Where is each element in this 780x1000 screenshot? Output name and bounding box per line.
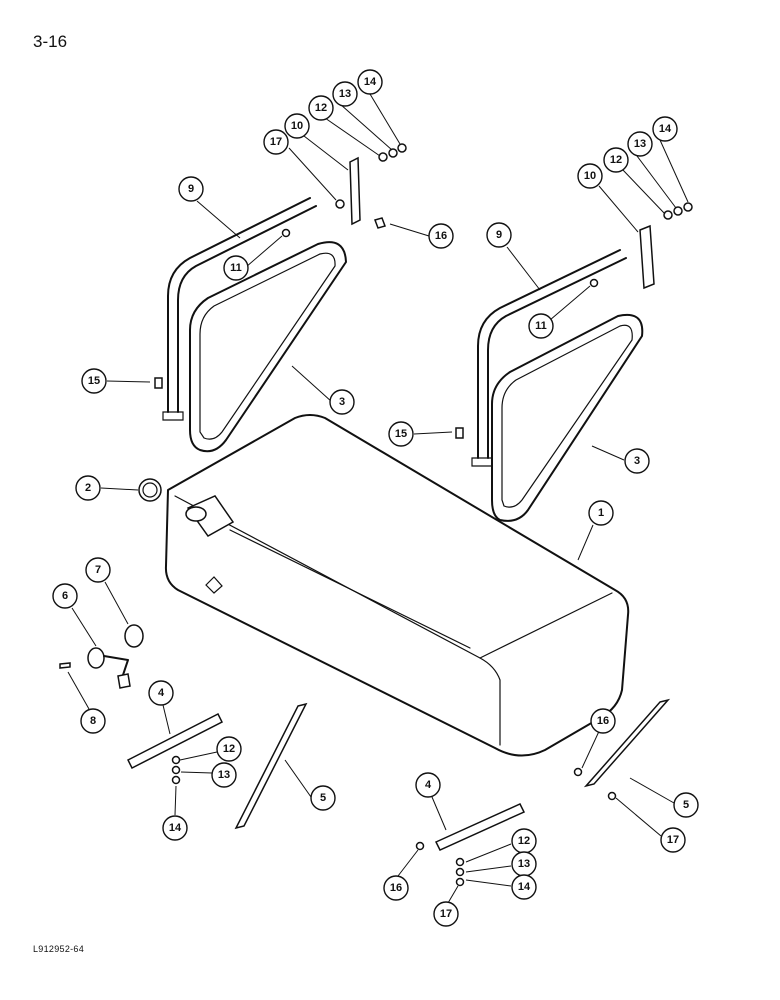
lower-bracket-left bbox=[126, 712, 224, 770]
svg-text:9: 9 bbox=[188, 183, 194, 195]
callout-17: 17 bbox=[263, 129, 289, 155]
callout-16: 16 bbox=[428, 223, 454, 249]
lower-bracket-right bbox=[434, 803, 526, 851]
callout-6: 6 bbox=[52, 583, 78, 609]
callout-9: 9 bbox=[486, 222, 512, 248]
callout-12: 12 bbox=[603, 147, 629, 173]
callout-17: 17 bbox=[433, 901, 459, 927]
svg-text:8: 8 bbox=[90, 715, 96, 727]
callout-15: 15 bbox=[388, 421, 414, 447]
callouts: 1 2 3 3 4 4 5 5 6 7 8 9 9 10 10 11 11 12… bbox=[52, 69, 699, 927]
svg-text:9: 9 bbox=[496, 229, 502, 241]
callout-3: 3 bbox=[624, 448, 650, 474]
callout-16: 16 bbox=[383, 875, 409, 901]
svg-text:2: 2 bbox=[85, 482, 91, 494]
svg-text:3: 3 bbox=[339, 396, 345, 408]
insulator-pad-left bbox=[189, 241, 347, 453]
svg-text:4: 4 bbox=[158, 687, 165, 699]
svg-text:17: 17 bbox=[270, 136, 282, 148]
callout-12: 12 bbox=[216, 736, 242, 762]
callout-14: 14 bbox=[511, 874, 537, 900]
page-number: 3-16 bbox=[33, 32, 68, 51]
callout-10: 10 bbox=[577, 163, 603, 189]
svg-text:12: 12 bbox=[315, 102, 327, 114]
callout-17: 17 bbox=[660, 827, 686, 853]
brace-left bbox=[234, 702, 308, 830]
svg-text:10: 10 bbox=[584, 170, 596, 182]
svg-text:14: 14 bbox=[659, 123, 672, 135]
callout-8: 8 bbox=[80, 708, 106, 734]
callout-13: 13 bbox=[332, 81, 358, 107]
callout-14: 14 bbox=[652, 116, 678, 142]
svg-text:10: 10 bbox=[291, 120, 303, 132]
svg-text:14: 14 bbox=[364, 76, 377, 88]
callout-1: 1 bbox=[588, 500, 614, 526]
callout-13: 13 bbox=[211, 762, 237, 788]
svg-text:1: 1 bbox=[598, 507, 604, 519]
callout-16: 16 bbox=[590, 708, 616, 734]
svg-text:5: 5 bbox=[320, 792, 326, 804]
callout-11: 11 bbox=[223, 255, 249, 281]
insulator-pad-right bbox=[491, 314, 644, 522]
callout-10: 10 bbox=[284, 113, 310, 139]
svg-text:16: 16 bbox=[390, 882, 402, 894]
lower-hardware bbox=[171, 755, 617, 887]
callout-14: 14 bbox=[357, 69, 383, 95]
callout-12: 12 bbox=[511, 828, 537, 854]
svg-text:5: 5 bbox=[683, 799, 689, 811]
svg-text:13: 13 bbox=[218, 769, 230, 781]
svg-text:17: 17 bbox=[440, 908, 452, 920]
figure-code: L912952-64 bbox=[33, 944, 85, 954]
svg-text:12: 12 bbox=[610, 154, 622, 166]
svg-text:15: 15 bbox=[395, 428, 407, 440]
svg-text:12: 12 bbox=[223, 743, 235, 755]
svg-text:13: 13 bbox=[339, 88, 351, 100]
callout-2: 2 bbox=[75, 475, 101, 501]
callout-9: 9 bbox=[178, 176, 204, 202]
hardware bbox=[154, 143, 693, 439]
callout-12: 12 bbox=[308, 95, 334, 121]
svg-text:11: 11 bbox=[535, 320, 547, 332]
callout-4: 4 bbox=[415, 772, 441, 798]
svg-text:16: 16 bbox=[597, 715, 609, 727]
svg-text:17: 17 bbox=[667, 834, 679, 846]
svg-text:16: 16 bbox=[435, 230, 447, 242]
svg-text:13: 13 bbox=[518, 858, 530, 870]
svg-text:11: 11 bbox=[230, 262, 242, 274]
callout-5: 5 bbox=[673, 792, 699, 818]
svg-text:13: 13 bbox=[634, 138, 646, 150]
tank-strap-left bbox=[162, 197, 317, 421]
bracket-left bbox=[349, 156, 361, 226]
callout-3: 3 bbox=[329, 389, 355, 415]
fuel-sender bbox=[59, 624, 144, 689]
callout-5: 5 bbox=[310, 785, 336, 811]
svg-text:14: 14 bbox=[518, 881, 531, 893]
callout-7: 7 bbox=[85, 557, 111, 583]
bracket-right bbox=[639, 224, 655, 290]
svg-text:12: 12 bbox=[518, 835, 530, 847]
leader-lines bbox=[67, 93, 689, 904]
tank-strap-right bbox=[471, 249, 627, 467]
callout-11: 11 bbox=[528, 313, 554, 339]
fuel-tank bbox=[164, 414, 630, 757]
callout-15: 15 bbox=[81, 368, 107, 394]
svg-text:14: 14 bbox=[169, 822, 182, 834]
fuel-gauge bbox=[138, 478, 162, 502]
callout-4: 4 bbox=[148, 680, 174, 706]
svg-text:7: 7 bbox=[95, 564, 101, 576]
callout-13: 13 bbox=[511, 851, 537, 877]
svg-text:4: 4 bbox=[425, 779, 432, 791]
callout-14: 14 bbox=[162, 815, 188, 841]
brace-right bbox=[583, 698, 671, 788]
svg-text:3: 3 bbox=[634, 455, 640, 467]
svg-text:6: 6 bbox=[62, 590, 68, 602]
callout-13: 13 bbox=[627, 131, 653, 157]
svg-text:15: 15 bbox=[88, 375, 100, 387]
